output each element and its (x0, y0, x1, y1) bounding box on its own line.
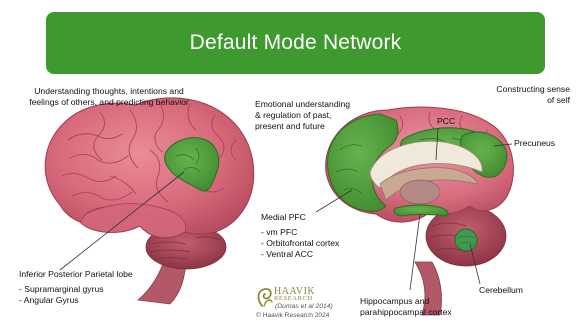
logo-subtitle: RESEARCH (274, 295, 313, 302)
copyright: © Haavik Research 2024 (256, 312, 329, 319)
label-line: present and future (255, 121, 350, 132)
label-pcc: PCC (437, 116, 455, 127)
label-line: & regulation of past, (255, 110, 350, 121)
label-line: - Orbitofrontal cortex (261, 238, 339, 249)
label-line: - vm PFC (261, 227, 339, 238)
label-line: Inferior Posterior Parietal lobe (19, 269, 133, 280)
label-line: Understanding thoughts, intentions and (18, 86, 200, 97)
citation: (Dumas et al 2014) (275, 303, 333, 310)
label-line: - Supramarginal gyrus (19, 284, 133, 295)
label-line: Constructing sense (484, 84, 570, 95)
label-line: Cerebellum (479, 285, 523, 296)
label-inferior-parietal: Inferior Posterior Parietal lobe - Supra… (19, 269, 133, 306)
label-theory-of-mind: Understanding thoughts, intentions and f… (18, 86, 200, 108)
label-line: Precuneus (514, 138, 555, 149)
label-hippocampus: Hippocampus and parahippocampal cortex (360, 296, 452, 318)
label-emotional-understanding: Emotional understanding & regulation of … (255, 99, 350, 132)
label-line: feelings of others, and predicting behav… (18, 97, 200, 108)
label-line: Medial PFC (261, 212, 339, 223)
label-line: Emotional understanding (255, 99, 350, 110)
label-line: parahippocampal cortex (360, 307, 452, 318)
medial-brain (316, 107, 513, 315)
footer-logo-block: HAAVIK RESEARCH (Dumas et al 2014) © Haa… (256, 286, 351, 326)
label-line: - Ventral ACC (261, 249, 339, 260)
label-line: - Angular Gyrus (19, 295, 133, 306)
label-cerebellum: Cerebellum (479, 285, 523, 296)
label-line: PCC (437, 116, 455, 127)
label-precuneus: Precuneus (514, 138, 555, 149)
label-medial-pfc: Medial PFC - vm PFC - Orbitofrontal cort… (261, 212, 339, 260)
label-constructing-self: Constructing sense of self (484, 84, 570, 106)
label-line: Hippocampus and (360, 296, 452, 307)
label-line: of self (484, 95, 570, 106)
